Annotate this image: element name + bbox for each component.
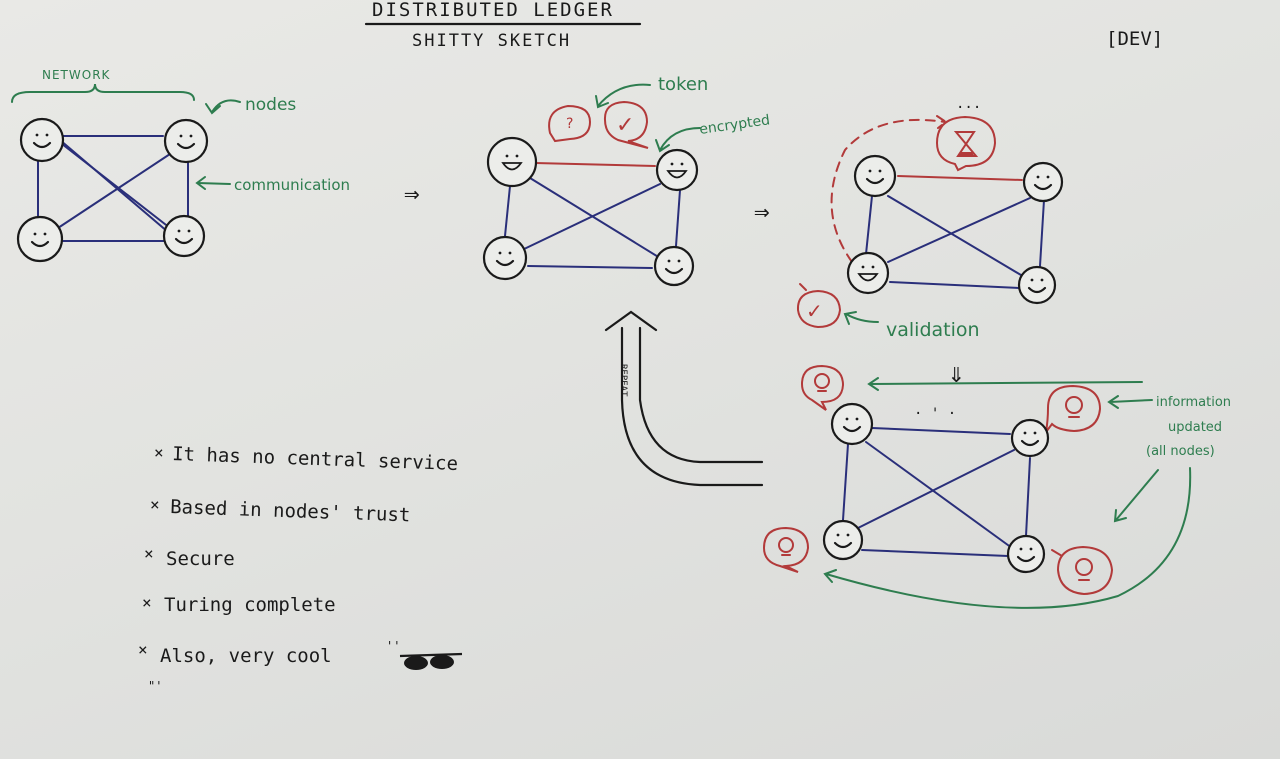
feature-text: Turing complete bbox=[164, 594, 336, 616]
list-item: × Turing complete bbox=[142, 593, 336, 616]
sparkle: · ' · bbox=[914, 406, 956, 422]
node bbox=[19, 117, 65, 163]
bullet: × bbox=[142, 593, 152, 612]
sparkle-marks: "' bbox=[148, 679, 162, 693]
ellipsis: ... bbox=[956, 96, 981, 112]
dev-tag: [DEV] bbox=[1106, 28, 1163, 50]
info-label-line-2: updated bbox=[1168, 420, 1222, 435]
update-arrow-diagonal bbox=[1113, 469, 1159, 523]
lightbulb-icon bbox=[1075, 558, 1093, 581]
node bbox=[1017, 265, 1057, 305]
encrypted-label: encrypted bbox=[698, 112, 771, 138]
token-label: token bbox=[658, 74, 708, 95]
bullet: × bbox=[150, 495, 160, 514]
node bbox=[655, 148, 699, 192]
network-brace bbox=[11, 83, 195, 103]
node bbox=[486, 136, 538, 188]
question-mark: ? bbox=[566, 116, 573, 132]
feature-text: Also, very cool bbox=[160, 645, 332, 667]
list-item: × Based in nodes' trust bbox=[150, 495, 411, 526]
step-arrow-2: ⇒ bbox=[754, 197, 770, 227]
repeat-label: REPEAT bbox=[618, 364, 628, 397]
lightbulb-icon bbox=[1065, 396, 1083, 418]
step-arrow-1: ⇒ bbox=[404, 179, 420, 209]
bullet: × bbox=[154, 443, 164, 462]
list-item: × Also, very cool bbox=[138, 640, 332, 667]
bullet: × bbox=[144, 544, 154, 563]
hourglass-icon bbox=[953, 131, 979, 157]
encrypted-arrow bbox=[655, 127, 701, 153]
update-arrow-curve bbox=[823, 467, 1192, 609]
node bbox=[163, 118, 209, 164]
nodes-label: nodes bbox=[245, 95, 296, 115]
feature-text: It has no central service bbox=[172, 443, 459, 475]
node bbox=[846, 251, 890, 295]
validation-arrow bbox=[843, 311, 879, 325]
node bbox=[1006, 534, 1046, 574]
node bbox=[1010, 418, 1050, 458]
node bbox=[16, 215, 64, 263]
lightbulb-icon bbox=[778, 537, 794, 556]
network-diagram-3: ... ✓ validation bbox=[796, 96, 1064, 341]
check-bubble bbox=[603, 100, 649, 149]
page-subtitle: SHITTY SKETCH bbox=[412, 31, 571, 51]
communication-label: communication bbox=[234, 176, 350, 194]
network-diagram-4: · ' · information updated (all nodes) bbox=[762, 364, 1231, 609]
node bbox=[822, 519, 864, 561]
nodes-arrow bbox=[205, 99, 241, 115]
repeat-arrow: REPEAT bbox=[604, 310, 764, 487]
check-mark: ✓ bbox=[616, 113, 634, 138]
validation-check-mark: ✓ bbox=[806, 299, 823, 323]
network-label: NETWORK bbox=[42, 68, 111, 82]
info-arrow bbox=[1107, 395, 1153, 409]
info-label-line-1: information bbox=[1156, 395, 1231, 410]
sunglasses-icon bbox=[399, 652, 463, 670]
node bbox=[653, 245, 695, 287]
update-arrow-top bbox=[867, 377, 1143, 391]
communication-arrow bbox=[195, 176, 231, 190]
node bbox=[853, 154, 897, 198]
network-diagram-1: NETWORK nodes communication bbox=[11, 68, 350, 263]
node bbox=[830, 402, 874, 446]
hourglass-bubble bbox=[935, 115, 997, 172]
token-arrow bbox=[595, 83, 651, 109]
question-bubble bbox=[548, 104, 592, 143]
list-item: × It has no central service bbox=[154, 443, 458, 475]
info-label-line-3: (all nodes) bbox=[1146, 444, 1215, 459]
page-title: DISTRIBUTED LEDGER bbox=[372, 0, 614, 21]
feature-list: × It has no central service × Based in n… bbox=[138, 443, 463, 693]
network-diagram-2: ? ✓ token encrypted bbox=[482, 74, 771, 287]
node bbox=[1022, 161, 1064, 203]
node bbox=[482, 235, 528, 281]
down-arrow: ⇓ bbox=[948, 356, 965, 389]
bullet: × bbox=[138, 640, 148, 659]
list-item: × Secure bbox=[144, 544, 235, 570]
feature-text: Secure bbox=[166, 548, 235, 570]
lightbulb-icon bbox=[814, 373, 830, 392]
sparkle-marks: '' bbox=[386, 639, 400, 653]
feature-text: Based in nodes' trust bbox=[170, 496, 411, 526]
node bbox=[162, 214, 206, 258]
validation-check-bubble bbox=[796, 283, 842, 329]
validation-label: validation bbox=[886, 319, 980, 341]
